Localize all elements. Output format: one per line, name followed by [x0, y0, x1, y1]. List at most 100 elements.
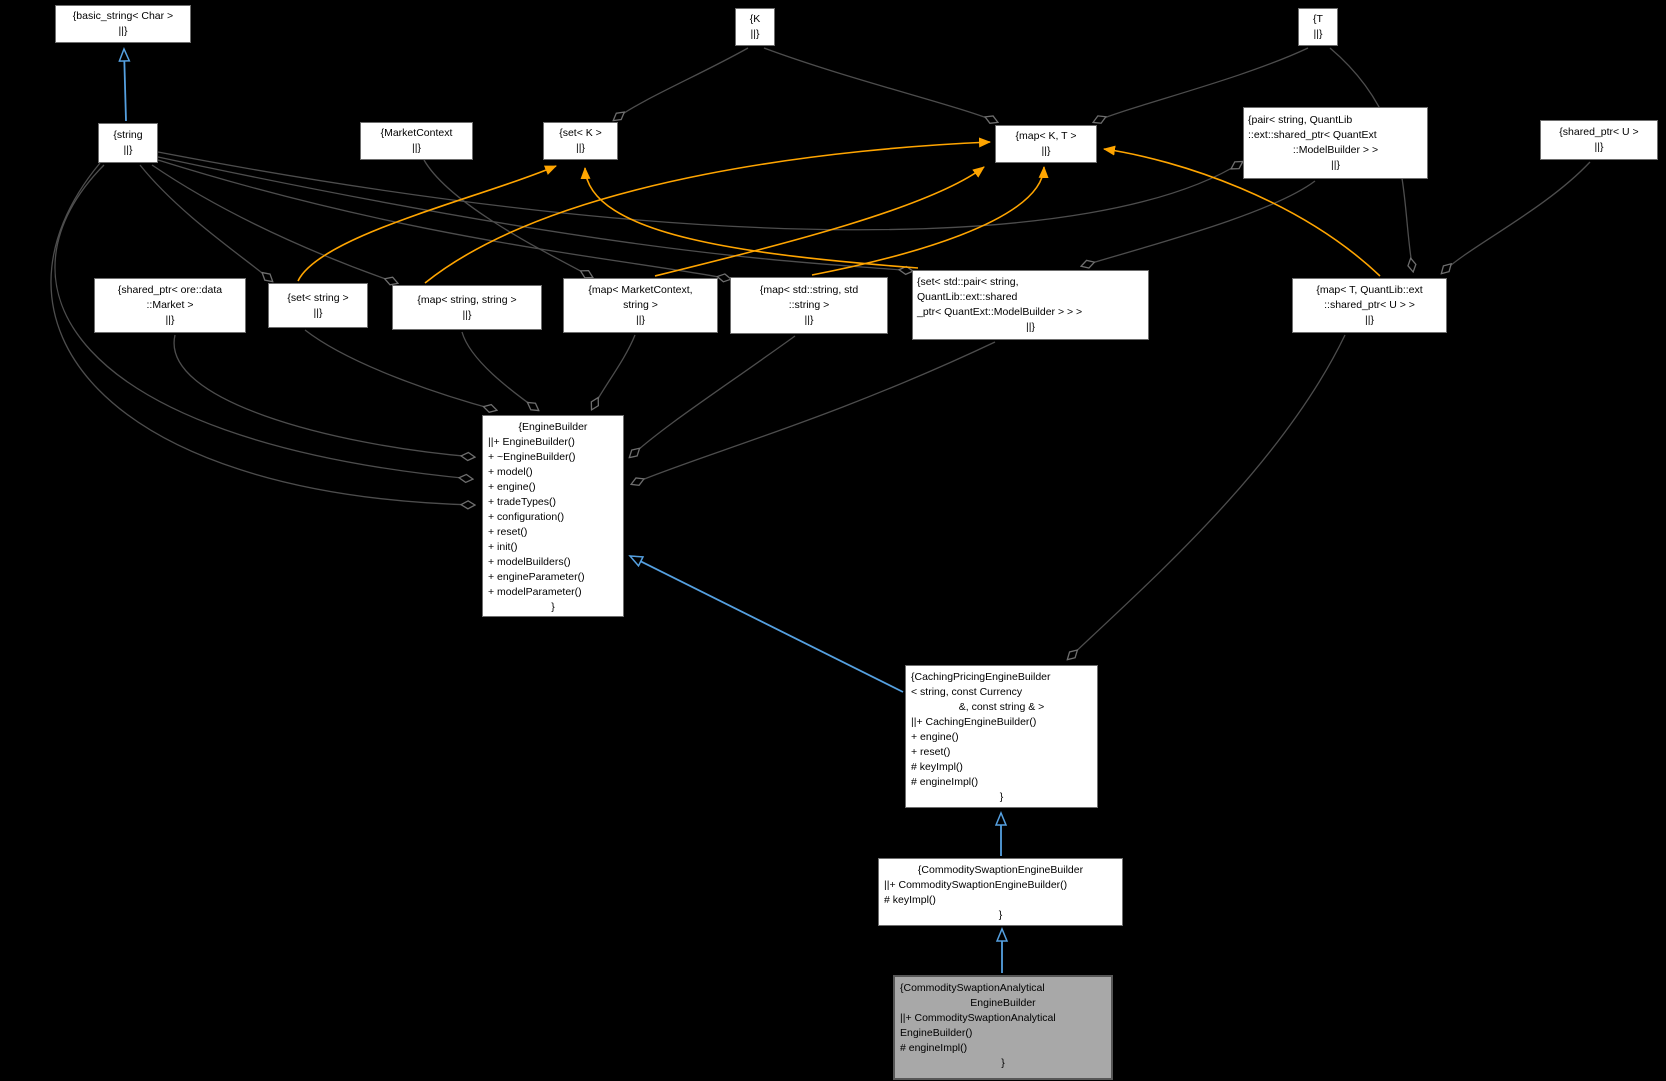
node-market-context[interactable]: {MarketContext||} — [360, 122, 473, 160]
edge-maptu-caching — [1068, 334, 1346, 659]
node-text-line: + engine() — [911, 731, 959, 743]
node-text-line: + engine() — [488, 481, 536, 493]
node-engine-builder[interactable]: {EngineBuilder||+ EngineBuilder()+ ~Engi… — [482, 415, 624, 617]
node-text-line: ::Market > — [146, 299, 194, 311]
node-text-line: } — [999, 791, 1004, 803]
edge-template-maptu-mapkt — [1103, 145, 1381, 277]
edge-template-setstring-setk — [297, 165, 557, 282]
node-text-line: EngineBuilder — [970, 997, 1036, 1009]
edge-inherit-string-basicstring — [124, 49, 126, 122]
node-text-line: {map< K, T > — [1015, 130, 1077, 142]
edge-string-enginebuilder-1 — [54, 164, 472, 479]
node-map-string-string[interactable]: {map< string, string > ||} — [392, 285, 542, 330]
edge-string-setstring — [139, 164, 272, 281]
node-text-line: ||} — [1594, 141, 1604, 153]
node-text-line: + modelBuilders() — [488, 556, 571, 568]
edge-string-pair — [157, 151, 1242, 231]
node-pair-string-modelbuilder[interactable]: {pair< string, QuantLib::ext::shared_ptr… — [1243, 107, 1428, 179]
node-text-line: EngineBuilder() — [900, 1027, 973, 1039]
node-text-line: ||+ EngineBuilder() — [488, 436, 575, 448]
edge-mapstdss-enginebuilder — [630, 335, 796, 457]
edge-mapss-enginebuilder — [461, 331, 538, 410]
node-text-line: ||} — [123, 144, 133, 156]
node-text-line: ::shared_ptr< U > > — [1324, 299, 1415, 311]
node-shared-ptr-u[interactable]: {shared_ptr< U > ||} — [1540, 120, 1658, 160]
node-text-line: + engineParameter() — [488, 571, 585, 583]
node-set-pair-modelbuilder[interactable]: {set< std::pair< string, QuantLib::ext::… — [912, 270, 1149, 340]
node-shared-ptr-market[interactable]: {shared_ptr< ore::data::Market >||} — [94, 278, 246, 333]
node-text-line: + reset() — [911, 746, 951, 758]
edge-mapmc-enginebuilder — [592, 334, 636, 409]
edge-template-setpair-setk — [580, 167, 919, 269]
node-t[interactable]: {T||} — [1298, 8, 1338, 46]
edge-k-setk — [614, 47, 749, 120]
edge-sharedmarket-enginebuilder — [173, 334, 474, 457]
node-text-line: ||} — [750, 28, 760, 40]
node-text-line: QuantLib::ext::shared — [917, 291, 1018, 303]
node-text-line: string > — [623, 299, 658, 311]
node-text-line: ||} — [462, 308, 472, 321]
edge-string-setpair — [157, 156, 912, 271]
node-map-t-shared-ptr-u[interactable]: {map< T, QuantLib::ext::shared_ptr< U > … — [1292, 278, 1447, 333]
node-text-line: {set< K > — [559, 127, 602, 139]
node-set-string[interactable]: {set< string >||} — [268, 283, 368, 328]
node-text-line: # engineImpl() — [911, 776, 979, 788]
edge-pair-setpair — [1082, 180, 1316, 266]
node-map-marketcontext-string[interactable]: {map< MarketContext,string >||} — [563, 278, 718, 333]
node-text-line: # keyImpl() — [884, 894, 936, 906]
node-commodity-swaption-engine-builder[interactable]: {CommoditySwaptionEngineBuilder ||+ Commo… — [878, 858, 1123, 926]
node-text-line: } — [1001, 1057, 1005, 1069]
node-text-line: &, const string & > — [958, 701, 1045, 713]
node-text-line: < string, const Currency — [911, 686, 1023, 698]
node-text-line: ::string > — [788, 299, 830, 311]
node-text-line: ::ModelBuilder > > — [1292, 144, 1379, 156]
node-text-line: ||} — [576, 142, 585, 154]
node-text-line: + modelParameter() — [488, 586, 582, 598]
edge-sharedu-maptu — [1442, 161, 1591, 273]
node-text-line: _ptr< QuantExt::ModelBuilder > > > — [917, 306, 1083, 318]
node-text-line: ||} — [412, 142, 421, 154]
node-text-line: {CommoditySwaptionEngineBuilder — [917, 864, 1084, 876]
node-text-line: + model() — [488, 466, 533, 478]
edge-template-mapss-mapkt — [424, 137, 991, 284]
node-text-line: {EngineBuilder — [518, 421, 588, 433]
node-text-line: ||} — [1041, 145, 1051, 157]
node-k[interactable]: {K||} — [735, 8, 775, 46]
edge-template-mapstdss-mapkt — [811, 166, 1049, 276]
node-text-line: {basic_string< Char > — [72, 10, 174, 22]
node-text-line: ||+ CommoditySwaptionEngineBuilder() — [884, 879, 1068, 891]
node-text-line: {CachingPricingEngineBuilder — [911, 671, 1051, 683]
node-text-line: {string — [113, 129, 143, 141]
node-text-line: {set< string > — [287, 291, 349, 304]
node-text-line: # keyImpl() — [911, 761, 963, 773]
edge-string-mapss — [151, 164, 397, 283]
edge-inherit-caching-enginebuilder — [630, 556, 904, 693]
node-text-line: ||} — [804, 314, 814, 326]
node-text-line: # engineImpl() — [900, 1042, 968, 1054]
node-text-line: ||} — [1313, 28, 1323, 40]
node-text-line: {map< string, string > — [417, 293, 517, 306]
node-string[interactable]: {string ||} — [98, 123, 158, 163]
node-text-line: ||} — [1331, 159, 1340, 171]
edge-marketcontext-mapmc — [423, 159, 592, 277]
node-text-line: {map< T, QuantLib::ext — [1316, 284, 1423, 296]
node-text-line: {map< std::string, std — [759, 284, 859, 296]
edge-k-mapkt — [763, 47, 997, 122]
node-set-k[interactable]: {set< K > ||} — [543, 122, 618, 160]
node-text-line: {shared_ptr< U > — [1559, 126, 1639, 138]
edge-setstring-enginebuilder — [304, 329, 496, 410]
edge-string-enginebuilder-2 — [50, 162, 474, 505]
node-text-line: ::ext::shared_ptr< QuantExt — [1248, 129, 1377, 141]
node-text-line: ||+ CommoditySwaptionAnalytical — [900, 1012, 1056, 1024]
node-map-k-t[interactable]: {map< K, T > ||} — [995, 125, 1097, 163]
node-text-line: ||} — [636, 314, 645, 326]
node-map-stdstring-stdstring[interactable]: {map< std::string, std::string >||} — [730, 277, 888, 334]
node-caching-pricing-engine-builder[interactable]: {CachingPricingEngineBuilder < string, co… — [905, 665, 1098, 808]
node-text-line: } — [998, 909, 1003, 921]
node-basic-string[interactable]: {basic_string< Char >||} — [55, 5, 191, 43]
node-text-line: ||} — [1365, 314, 1374, 326]
edge-template-mapmc-mapkt — [654, 166, 985, 277]
